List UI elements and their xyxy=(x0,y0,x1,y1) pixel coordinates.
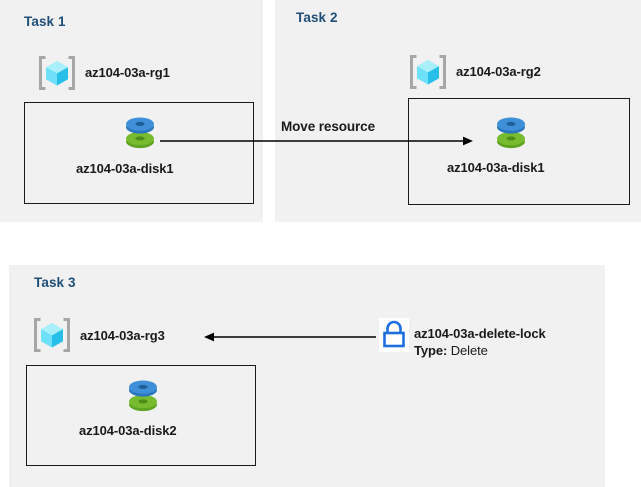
managed-disk-icon xyxy=(125,376,161,419)
move-resource-arrow xyxy=(160,136,473,146)
managed-disk-icon xyxy=(493,113,529,156)
panel-task1-title: Task 1 xyxy=(24,14,66,29)
delete-lock-name: az104-03a-delete-lock xyxy=(414,326,546,341)
delete-lock-type-value: Delete xyxy=(450,343,488,358)
resource-box-task2 xyxy=(408,98,630,205)
panel-task3-title: Task 3 xyxy=(34,275,76,290)
resource-group-icon xyxy=(33,318,71,357)
managed-disk-icon xyxy=(122,113,158,156)
move-resource-label: Move resource xyxy=(281,119,375,134)
resource-group-label: az104-03a-rg1 xyxy=(85,65,170,80)
delete-lock-type: Type: Delete xyxy=(414,343,488,358)
lock-icon xyxy=(379,318,409,357)
disk-label: az104-03a-disk2 xyxy=(79,423,177,438)
resource-group-label: az104-03a-rg3 xyxy=(80,328,165,343)
resource-group-label: az104-03a-rg2 xyxy=(456,64,541,79)
disk-label: az104-03a-disk1 xyxy=(76,161,174,176)
delete-lock-type-key: Type: xyxy=(414,343,448,358)
panel-task2-title: Task 2 xyxy=(296,10,338,25)
delete-lock-arrow xyxy=(204,332,376,342)
disk-label: az104-03a-disk1 xyxy=(447,160,545,175)
resource-group-icon xyxy=(38,56,76,95)
resource-group-icon xyxy=(409,55,447,94)
